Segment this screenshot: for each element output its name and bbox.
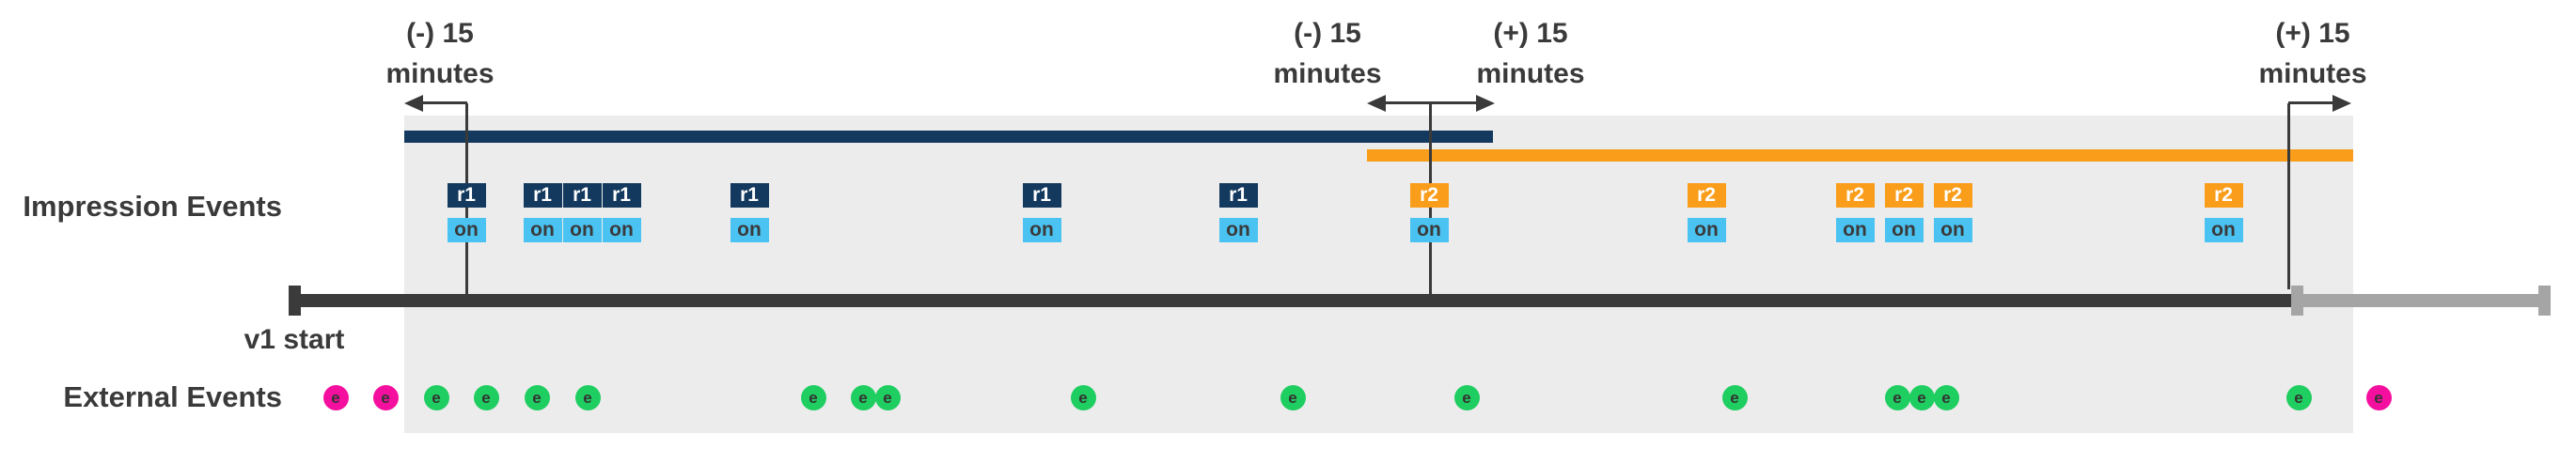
impression-on-badge: on [1022,218,1061,242]
impression-badge-r1: r1 [523,183,562,208]
impression-on-badge: on [523,218,562,242]
timeline-v1-segment [289,294,2291,307]
impression-on-badge: on [1218,218,1258,242]
external-event-dot: e [1933,385,1959,410]
external-events-label: External Events [63,380,282,413]
impression-badge-r1: r1 [1022,183,1061,208]
external-event-dot: e [850,385,876,410]
impression-on-badge: on [1933,218,1972,242]
impression-badge-r1: r1 [1218,183,1258,208]
arrow-left-head [404,95,423,112]
impression-badge-r2: r2 [1687,183,1726,208]
impression-badge-r2: r2 [2204,183,2243,208]
external-event-dot: e [874,385,901,410]
impression-badge-r2: r2 [1933,183,1972,208]
impression-on-badge: on [2204,218,2243,242]
timeline-cap [2538,286,2551,316]
window-label-line1: (+) 15 [2275,18,2350,49]
external-event-dot: e [2365,385,2392,410]
window-label: (+) 15 minutes [2191,13,2435,94]
external-event-dot: e [2285,385,2312,410]
window-label-line2: minutes [1273,58,1382,89]
impression-badge-r2: r2 [1884,183,1924,208]
impression-events-label: Impression Events [23,190,282,223]
window-label: (+) 15 minutes [1408,13,1653,94]
window-label-line2: minutes [1476,58,1585,89]
arrow-right-head [1476,95,1495,112]
external-event-dot: e [1453,385,1480,410]
window-arrow-shaft [2288,101,2334,104]
window-label: (-) 15 minutes [318,13,562,94]
external-event-dot: e [524,385,550,410]
window-label-line2: minutes [385,58,495,89]
timeline-cap [2291,286,2303,316]
impression-on-badge: on [602,218,641,242]
impression-on-badge: on [1884,218,1924,242]
timeline-cap [289,286,301,316]
r1-active-bar [404,131,1493,143]
impression-on-badge: on [1409,218,1449,242]
window-label-line2: minutes [2258,58,2367,89]
window-label-line1: (+) 15 [1493,18,1568,49]
v1-start-label: v1 start [243,324,345,355]
guide-line [2287,103,2290,289]
window-label: (-) 15 minutes [1205,13,1450,94]
impression-on-badge: on [562,218,602,242]
external-event-dot: e [372,385,399,410]
external-event-dot: e [1884,385,1910,410]
impression-badge-r1: r1 [447,183,486,208]
external-event-dot: e [1070,385,1096,410]
highlight-panel [404,116,2353,433]
external-event-dot: e [800,385,826,410]
impression-badge-r2: r2 [1835,183,1875,208]
impression-on-badge: on [1835,218,1875,242]
external-event-dot: e [1908,385,1935,410]
impression-badge-r2: r2 [1409,183,1449,208]
impression-on-badge: on [730,218,769,242]
impression-on-badge: on [1687,218,1726,242]
external-event-dot: e [322,385,349,410]
external-event-dot: e [1721,385,1748,410]
external-event-dot: e [574,385,601,410]
window-arrow-shaft [1384,101,1478,104]
impression-badge-r1: r1 [730,183,769,208]
impression-badge-r1: r1 [562,183,602,208]
timeline-v2-segment [2291,294,2551,307]
window-label-line1: (-) 15 [406,18,474,49]
external-event-dot: e [473,385,499,410]
impression-badge-r1: r1 [602,183,641,208]
external-event-dot: e [423,385,449,410]
external-event-dot: e [1280,385,1306,410]
arrow-right-head [2333,95,2351,112]
arrow-left-head [1367,95,1386,112]
window-label-line1: (-) 15 [1294,18,1361,49]
impression-on-badge: on [447,218,486,242]
r2-active-bar [1367,149,2353,162]
window-arrow-shaft [421,101,467,104]
